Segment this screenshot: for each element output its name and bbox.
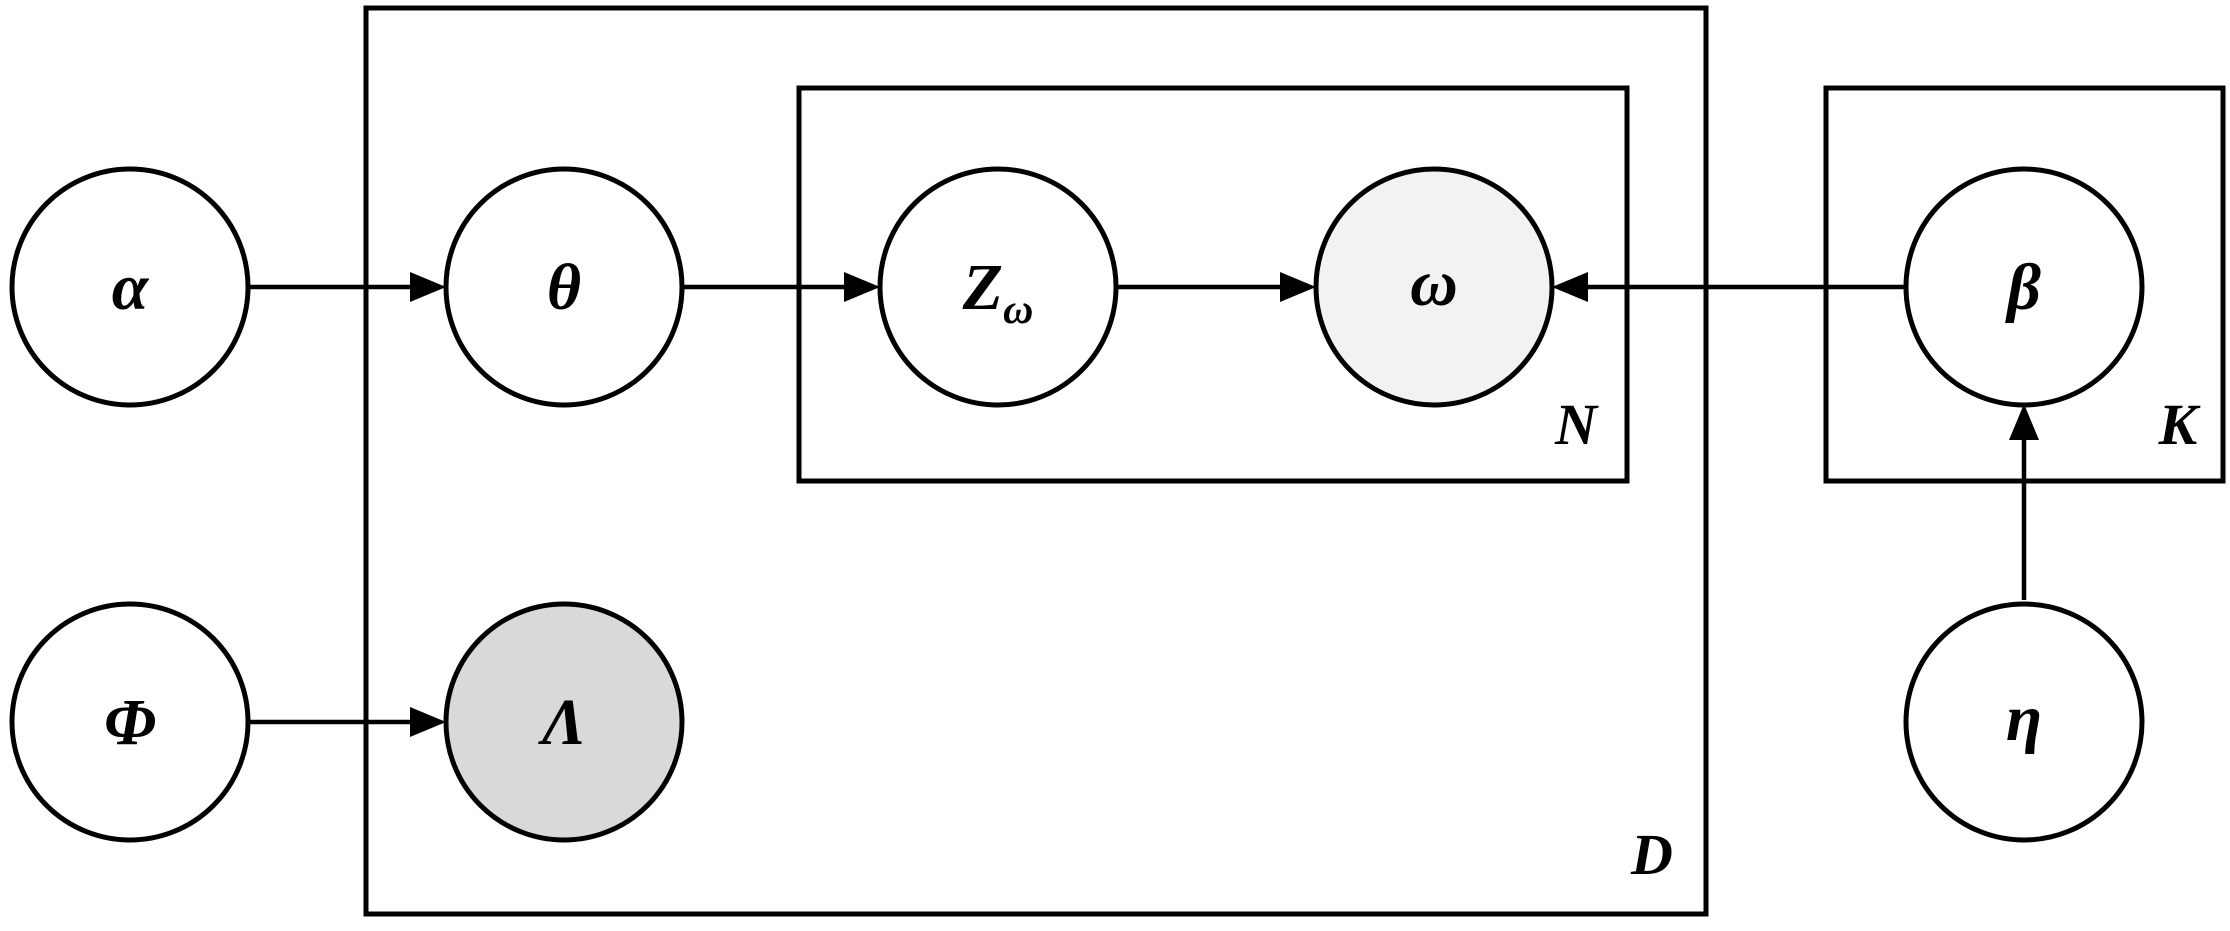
node-alpha: α (9, 166, 251, 408)
node-eta-circle (1903, 601, 2145, 843)
plate-k-label: K (2158, 392, 2201, 457)
node-lambda: Λ (443, 601, 685, 843)
edge-phi-lambda (248, 707, 446, 737)
node-alpha-circle (9, 166, 251, 408)
node-theta-circle (443, 166, 685, 408)
node-beta-circle (1903, 166, 2145, 408)
edge-eta-beta (2009, 404, 2039, 600)
edge-alpha-theta (248, 272, 446, 302)
node-phi-circle (9, 601, 251, 843)
node-beta: β (1903, 166, 2145, 408)
node-z-circle (877, 166, 1119, 408)
node-z: Zω (877, 166, 1119, 408)
node-omega: ω (1313, 166, 1555, 408)
node-omega-label: ω (1410, 247, 1458, 320)
node-phi-label: Φ (104, 686, 156, 759)
node-lambda-circle (443, 601, 685, 843)
plate-n: N (796, 85, 1630, 484)
edge-theta-z (684, 272, 880, 302)
node-theta-label: θ (547, 251, 581, 324)
node-lambda-label: Λ (538, 686, 586, 759)
plate-d: D (363, 5, 1709, 917)
node-omega-circle (1313, 166, 1555, 408)
node-theta: θ (443, 166, 685, 408)
node-alpha-label: α (112, 251, 150, 324)
node-z-label: Zω (962, 251, 1034, 333)
node-phi: Φ (9, 601, 251, 843)
node-eta: η (1903, 601, 2145, 843)
plate-n-label: N (1554, 392, 1599, 457)
node-eta-label: η (2006, 682, 2042, 755)
edge-beta-omega (1552, 272, 1906, 302)
edge-z-omega (1118, 272, 1316, 302)
node-z-main: Z (962, 251, 1003, 324)
node-z-subscript: ω (1003, 287, 1033, 333)
plate-d-label: D (1630, 822, 1673, 887)
node-beta-label: β (2004, 251, 2041, 324)
